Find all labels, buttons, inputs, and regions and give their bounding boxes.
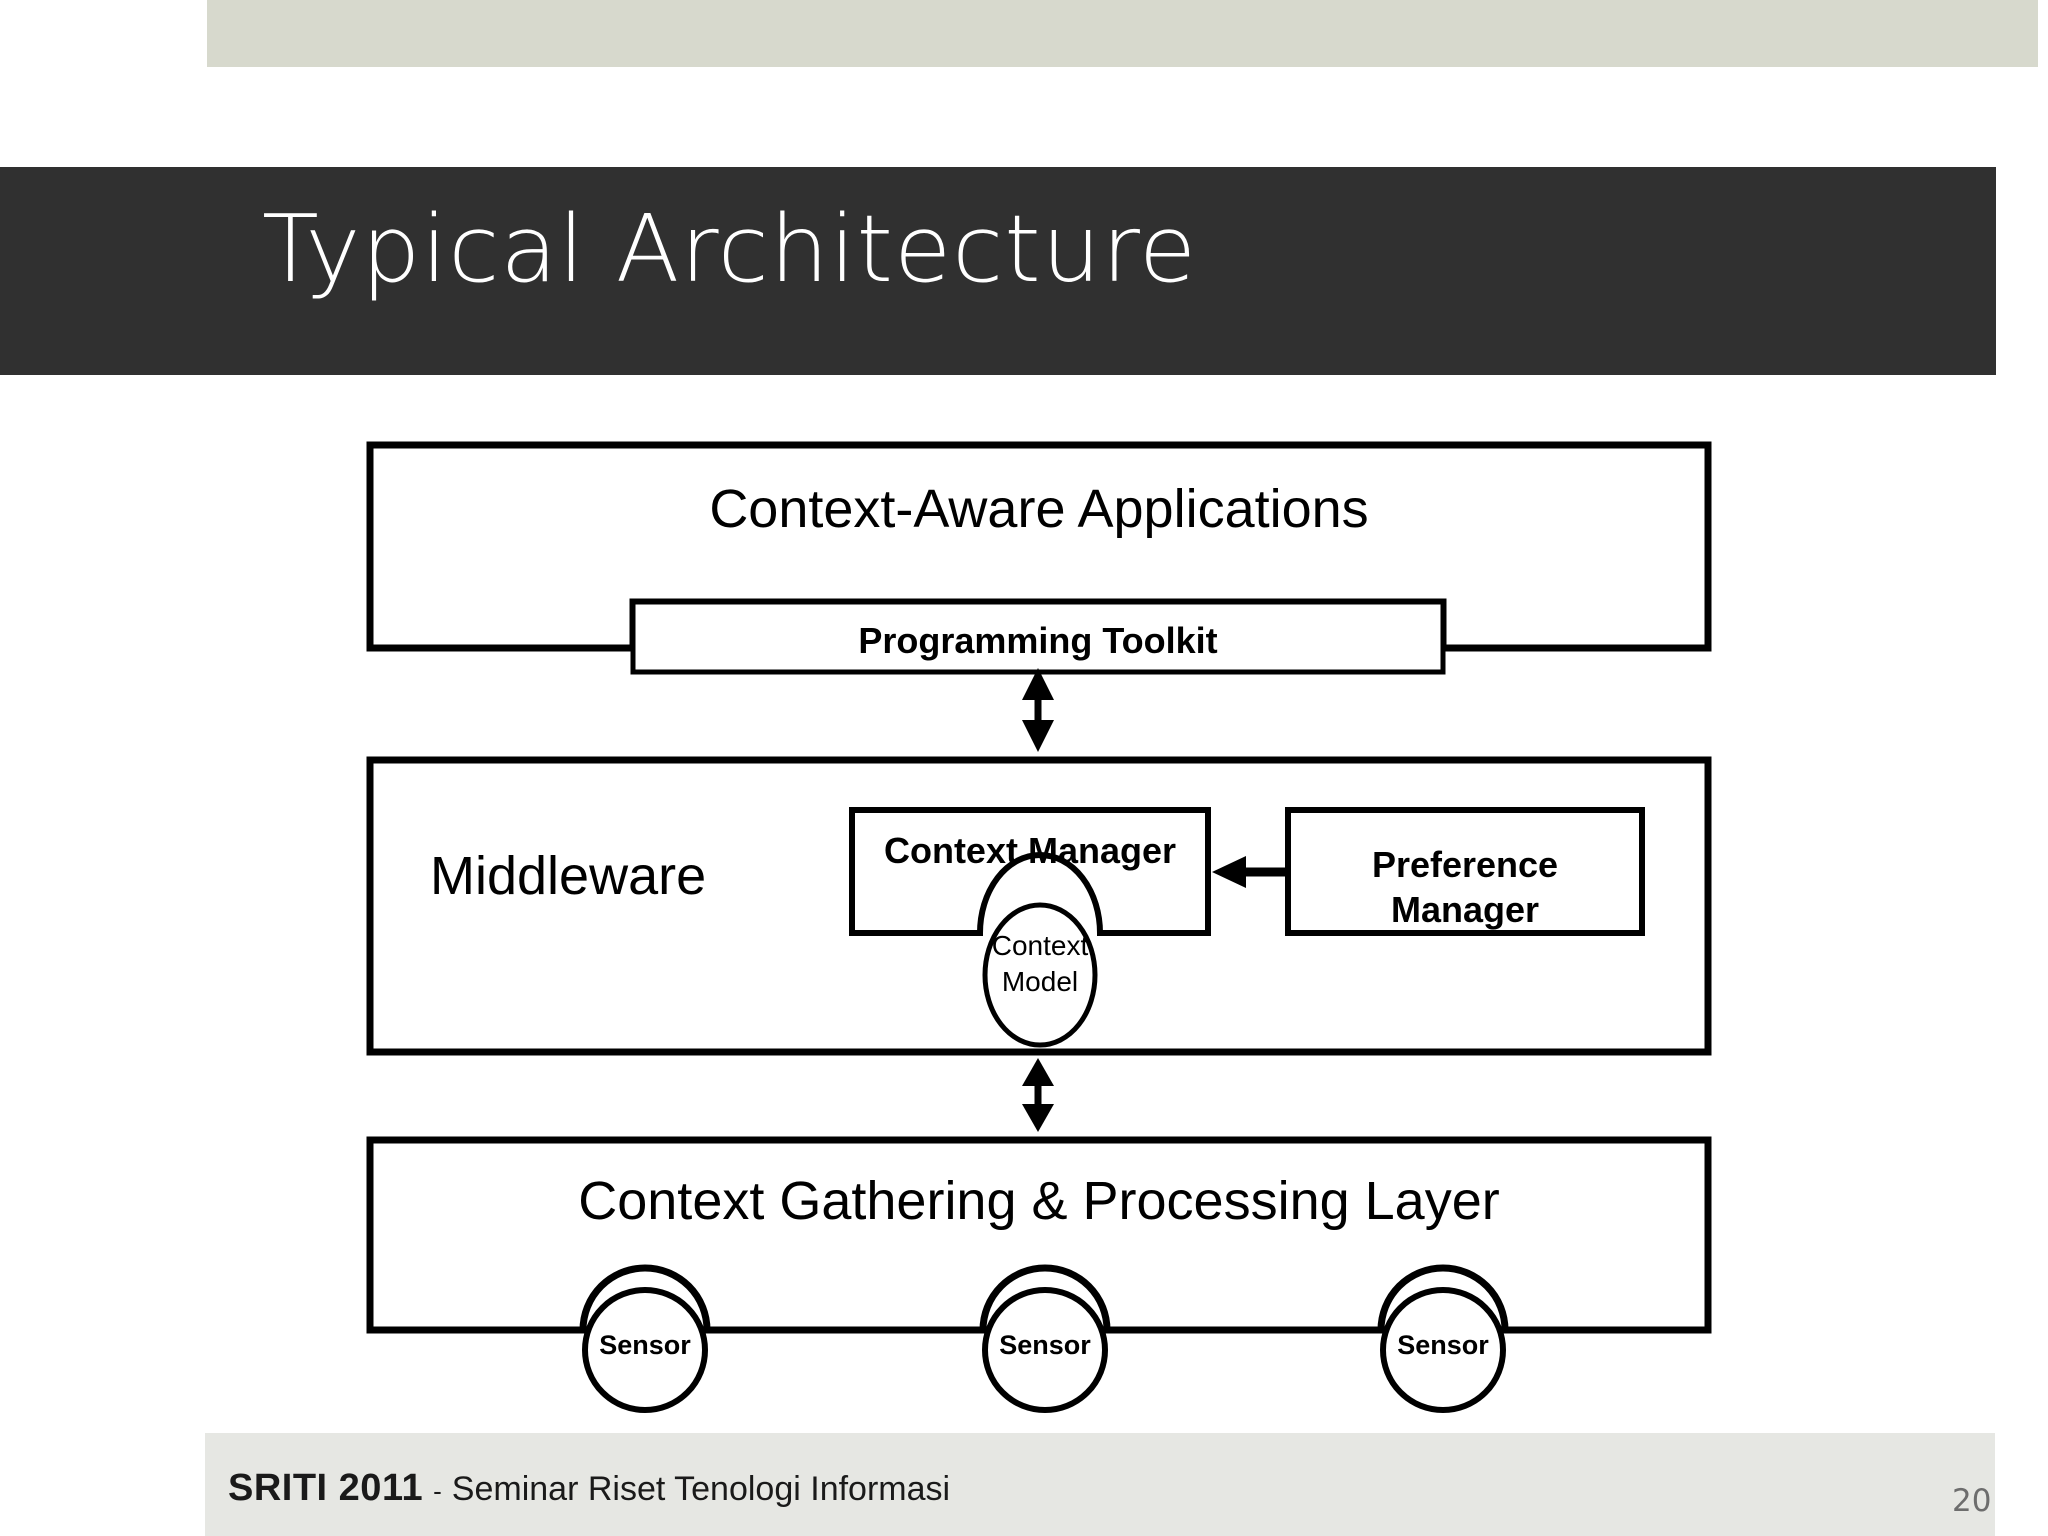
programming-toolkit-label: Programming Toolkit: [858, 620, 1218, 661]
sensor-label-3: Sensor: [1397, 1330, 1489, 1360]
sensor-circle-2: [982, 1287, 1108, 1413]
context-model-label-line1: Context: [991, 930, 1089, 961]
sensor-label-2: Sensor: [999, 1330, 1091, 1360]
connector-preference-to-context-manager: [1212, 856, 1288, 888]
sensor-circle-3: [1380, 1287, 1506, 1413]
page-number: 20: [1952, 1483, 1992, 1519]
context-manager-box: [849, 807, 1211, 936]
programming-toolkit-box: [630, 599, 1446, 675]
middleware-layer-label: Middleware: [430, 846, 707, 906]
context-manager-label: Context Manager: [883, 830, 1177, 871]
title-band: [0, 167, 1996, 375]
footer-separator: -: [433, 1476, 442, 1506]
context-model-label-line2: Model: [1001, 966, 1079, 998]
footer-band: [205, 1433, 1995, 1536]
footer-subtitle: Seminar Riset Tenologi Informasi: [451, 1470, 951, 1508]
preference-manager-label-line1: Preference: [1371, 844, 1559, 885]
page-title: Typical Architecture: [262, 195, 1198, 303]
context-model-label: Context Model: [982, 928, 1098, 1001]
preference-manager-label-line2: Manager: [1390, 889, 1540, 930]
applications-layer-label: Context-Aware Applications: [709, 479, 1369, 539]
connector-middleware-gathering: [1022, 1058, 1054, 1132]
sensor-label-1: Sensor: [599, 1330, 691, 1360]
gathering-layer-box: [366, 1136, 1712, 1334]
preference-manager-box: [1285, 807, 1645, 936]
top-decorative-band: [207, 0, 2038, 67]
footer-text: SRITI 2011-Seminar Riset Tenologi Inform…: [228, 1467, 950, 1510]
context-model-ellipse: [982, 902, 1098, 1048]
preference-manager-label: Preference Manager: [1288, 842, 1642, 932]
footer-conference: SRITI 2011: [228, 1467, 424, 1509]
gathering-layer-label: Context Gathering & Processing Layer: [578, 1171, 1500, 1231]
connector-toolkit-middleware: [1022, 668, 1054, 752]
sensor-circle-1: [582, 1287, 708, 1413]
